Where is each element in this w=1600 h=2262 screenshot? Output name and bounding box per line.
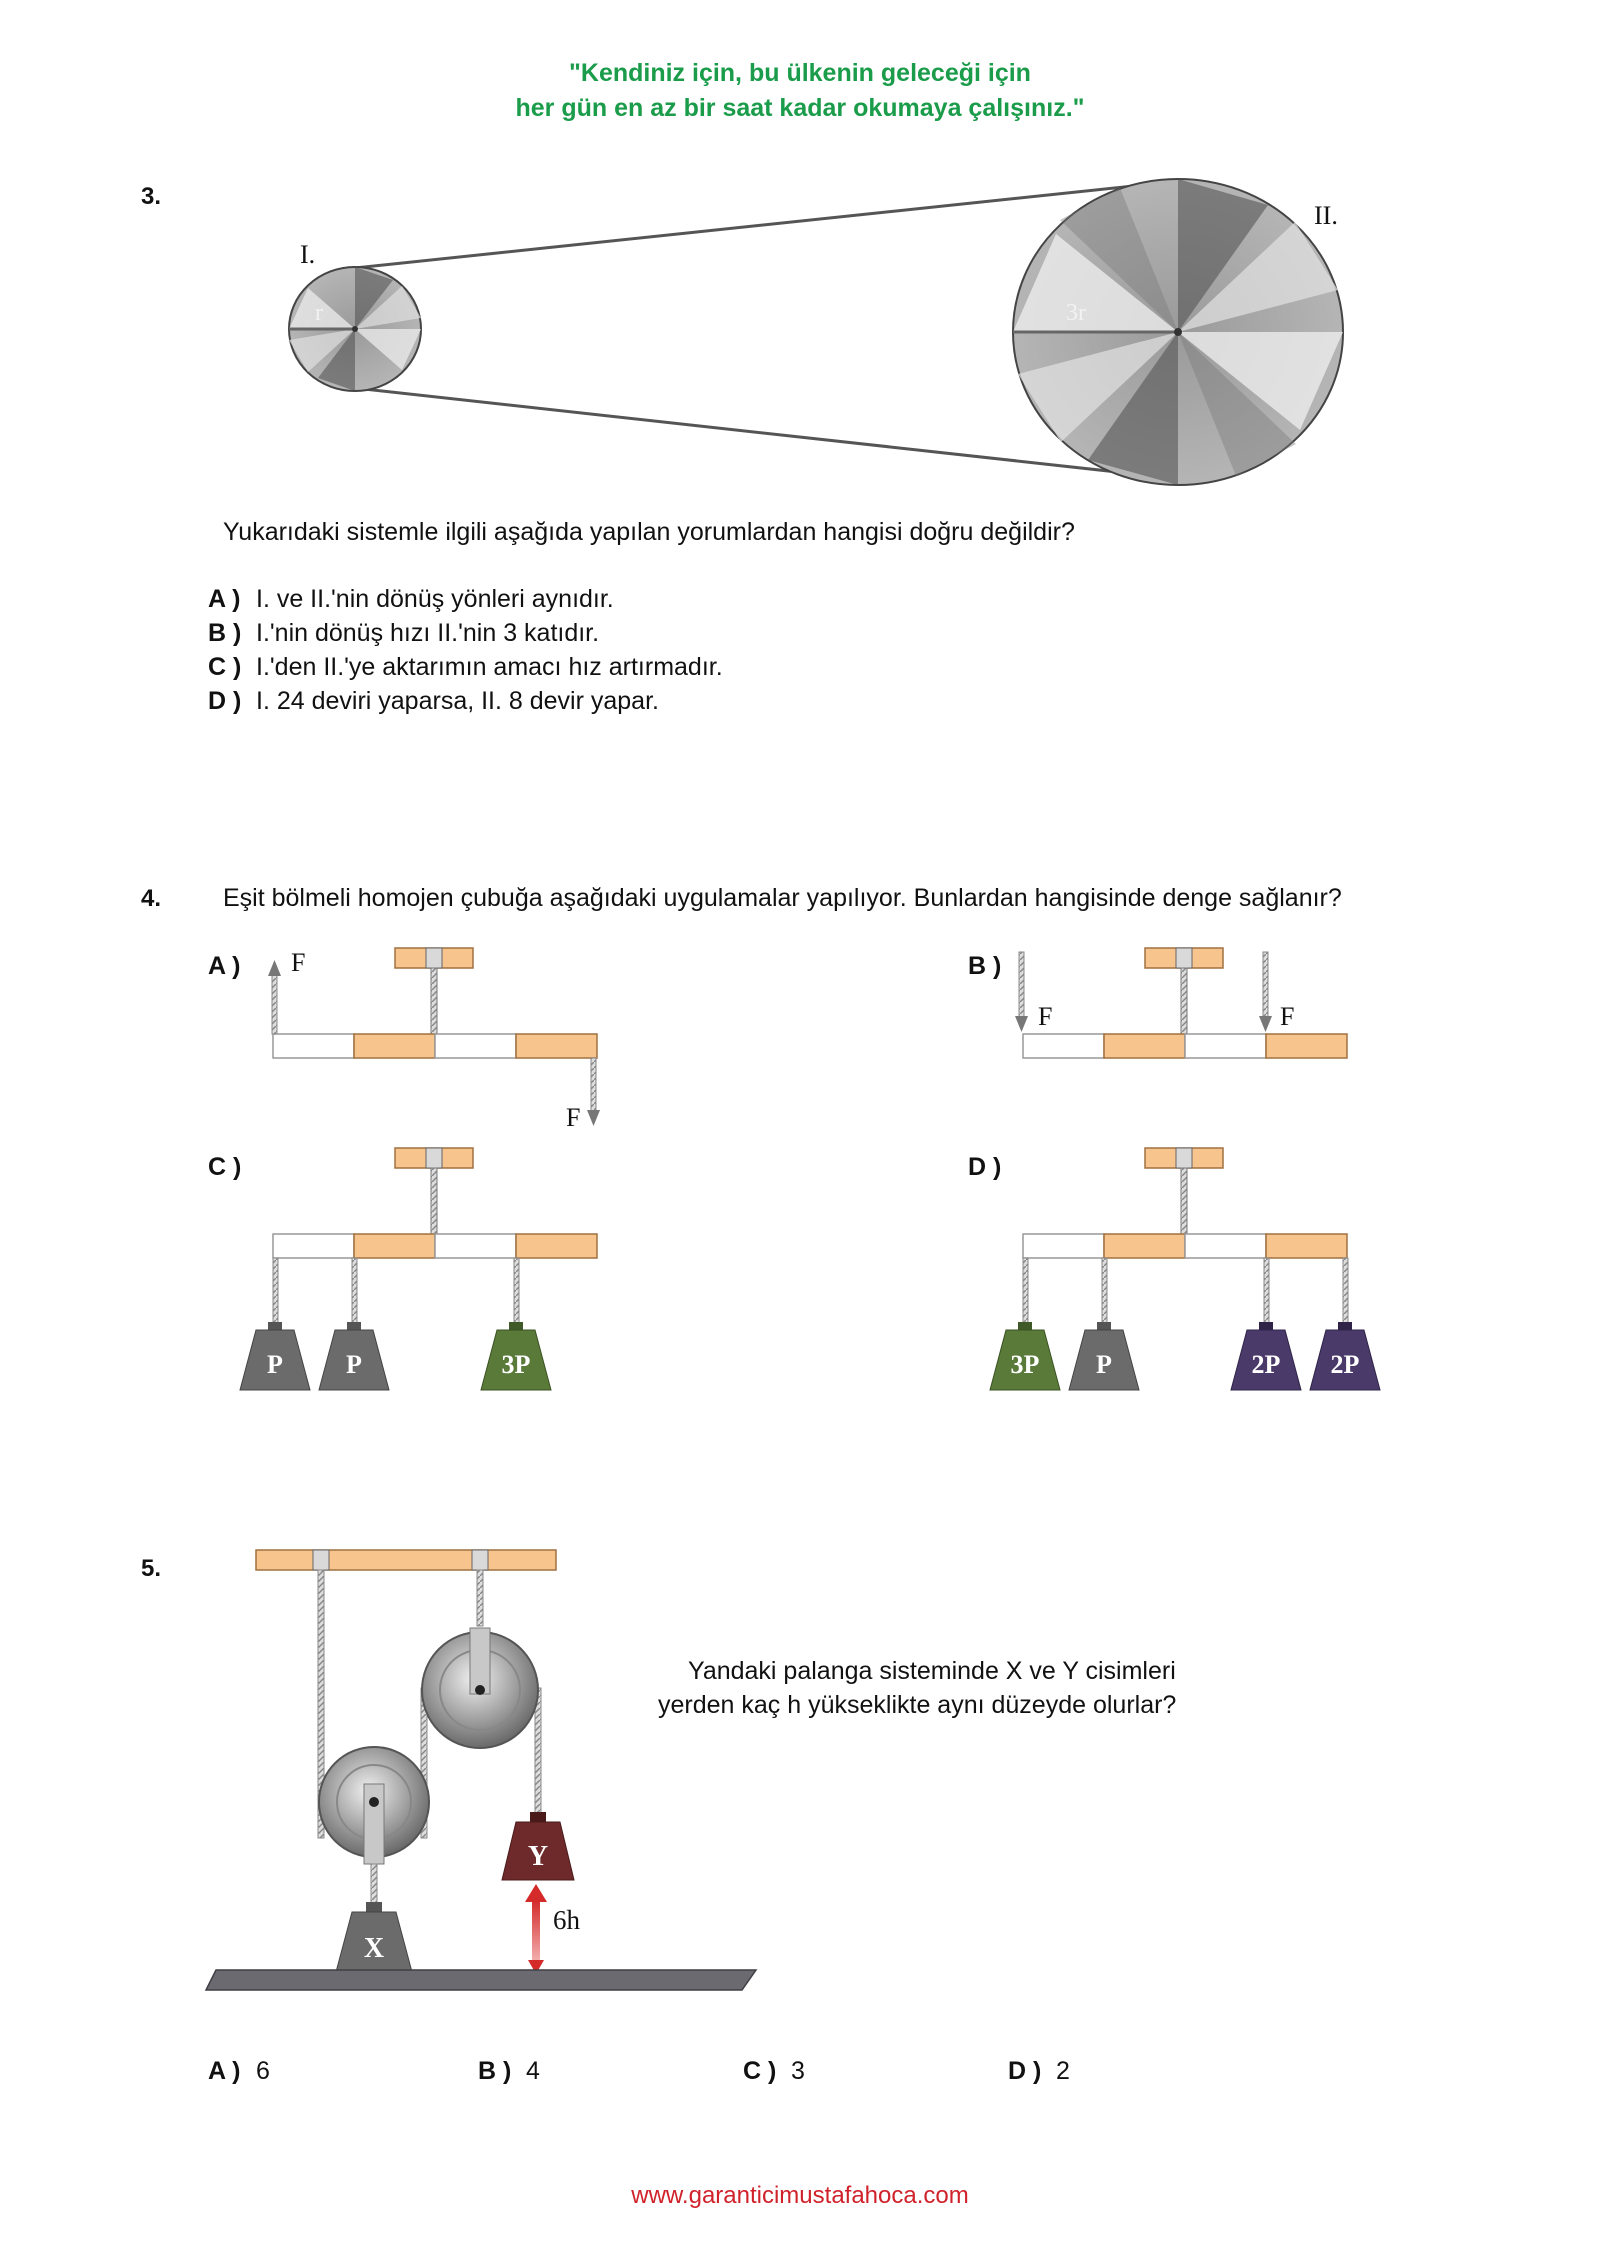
option-d[interactable]: D )I. 24 deviri yaparsa, II. 8 devir yap… bbox=[208, 687, 659, 715]
q4-label-d: D ) bbox=[968, 1153, 1002, 1181]
belt-pulley-figure bbox=[288, 178, 1344, 486]
pulley-system-figure: X Y 6h bbox=[204, 1549, 758, 1991]
pulley-small-label: I. bbox=[300, 240, 316, 269]
weight-d-3: 2P bbox=[1230, 1322, 1302, 1391]
fixed-pulley bbox=[421, 1627, 539, 1749]
question-4-text: Eşit bölmeli homojen çubuğa aşağıdaki uy… bbox=[223, 884, 1342, 912]
question-3-number: 3. bbox=[141, 183, 162, 210]
weight-d-4: 2P bbox=[1309, 1322, 1381, 1391]
pulley-large bbox=[1012, 178, 1344, 486]
quote-line-2: her gün en az bir saat kadar okumaya çal… bbox=[515, 94, 1085, 122]
q5-option-c[interactable]: C )3 bbox=[743, 2057, 805, 2085]
belt-top bbox=[354, 178, 1191, 270]
svg-text:P: P bbox=[346, 1350, 362, 1379]
quote-line-1: "Kendiniz için, bu ülkenin geleceği için bbox=[569, 59, 1031, 87]
footer-url[interactable]: www.garanticimustafahoca.com bbox=[631, 2182, 969, 2209]
lever-c bbox=[272, 1147, 598, 1325]
option-a[interactable]: A )I. ve II.'nin dönüş yönleri aynıdır. bbox=[208, 585, 614, 613]
weight-c-3: 3P bbox=[480, 1322, 552, 1391]
weight-d-1: 3P bbox=[989, 1322, 1061, 1391]
motivational-quote: "Kendiniz için, bu ülkenin geleceği için… bbox=[0, 56, 1600, 126]
option-b[interactable]: B )I.'nin dönüş hızı II.'nin 3 katıdır. bbox=[208, 619, 600, 647]
movable-pulley bbox=[318, 1746, 430, 1865]
lever-a bbox=[268, 947, 600, 1126]
lever-b bbox=[1015, 947, 1348, 1059]
q5-option-d[interactable]: D )2 bbox=[1008, 2057, 1070, 2085]
question-4-number: 4. bbox=[141, 885, 162, 912]
force-label-b-right: F bbox=[1280, 1002, 1294, 1031]
force-label-a-down: F bbox=[566, 1103, 580, 1132]
weight-c-2: P bbox=[318, 1322, 390, 1391]
height-label: 6h bbox=[553, 1905, 581, 1935]
ground bbox=[204, 1969, 758, 1991]
mass-x: X bbox=[335, 1902, 413, 1973]
svg-text:3P: 3P bbox=[502, 1350, 531, 1379]
lever-balance-figures: F F F F bbox=[239, 947, 1381, 1391]
weight-c-1: P bbox=[239, 1322, 311, 1391]
question-3-options: A )I. ve II.'nin dönüş yönleri aynıdır. … bbox=[208, 582, 723, 718]
question-3-text: Yukarıdaki sistemle ilgili aşağıda yapıl… bbox=[223, 518, 1075, 546]
height-arrow bbox=[525, 1884, 547, 1974]
option-c[interactable]: C )I.'den II.'ye aktarımın amacı hız art… bbox=[208, 653, 723, 681]
q4-label-c: C ) bbox=[208, 1153, 242, 1181]
force-label-a-up: F bbox=[291, 948, 305, 977]
radius-small-label: r bbox=[315, 300, 323, 326]
rope-upper-axle bbox=[476, 1569, 484, 1627]
svg-text:3P: 3P bbox=[1011, 1350, 1040, 1379]
svg-text:P: P bbox=[1096, 1350, 1112, 1379]
ceiling-bar bbox=[255, 1549, 557, 1571]
pulley-large-label: II. bbox=[1314, 201, 1338, 230]
question-5-number: 5. bbox=[141, 1555, 162, 1582]
weight-d-2: P bbox=[1068, 1322, 1140, 1391]
q5-option-b[interactable]: B )4 bbox=[478, 2057, 540, 2085]
force-label-b-left: F bbox=[1038, 1002, 1052, 1031]
pulley-small bbox=[288, 266, 422, 392]
radius-large-label: 3r bbox=[1066, 300, 1086, 326]
svg-text:P: P bbox=[267, 1350, 283, 1379]
mass-y: Y bbox=[501, 1812, 575, 1881]
svg-text:X: X bbox=[364, 1933, 384, 1964]
belt-bottom bbox=[354, 386, 1191, 482]
svg-text:Y: Y bbox=[528, 1841, 548, 1872]
rope-left-fixed bbox=[317, 1569, 325, 1839]
q4-label-b: B ) bbox=[968, 952, 1002, 980]
q5-option-a[interactable]: A )6 bbox=[208, 2057, 270, 2085]
svg-text:2P: 2P bbox=[1331, 1350, 1360, 1379]
svg-text:2P: 2P bbox=[1252, 1350, 1281, 1379]
lever-d bbox=[1022, 1147, 1349, 1325]
q4-label-a: A ) bbox=[208, 952, 241, 980]
question-5-text: Yandaki palanga sisteminde X ve Y cisiml… bbox=[658, 1657, 1177, 1719]
